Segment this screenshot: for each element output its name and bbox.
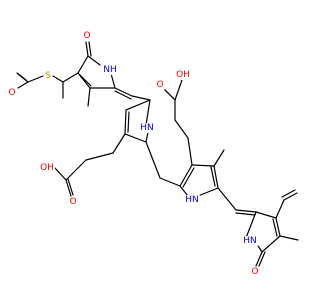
diagram-background xyxy=(0,0,300,300)
atom-label-backing xyxy=(82,31,92,41)
atom-label-backing xyxy=(102,65,118,75)
s-thioether-atom: S xyxy=(44,71,53,81)
o-lactam-d-label: O xyxy=(251,267,258,277)
o-acid-1-atom: O xyxy=(68,197,78,207)
atom-label-backing xyxy=(68,197,78,207)
hn-pyrrole-c-label: HN xyxy=(185,195,199,205)
o-lactam-a-label: O xyxy=(83,31,90,41)
hn-pyrrole-c-atom: HN xyxy=(184,195,200,205)
atom-labels: O S O NH HN OH O O OH HN HN xyxy=(7,31,260,277)
o-acid-2a-atom: O xyxy=(155,80,165,90)
hn-pyrrole-b-atom: HN xyxy=(139,123,155,133)
o-thioester-label: O xyxy=(8,88,15,98)
hn-lactam-d-atom: HN xyxy=(242,236,258,246)
hn-pyrrole-b-label: HN xyxy=(140,123,154,133)
nh-lactam-a-label: NH xyxy=(103,65,117,75)
atom-label-backing xyxy=(155,80,165,90)
o-lactam-d-atom: O xyxy=(250,267,260,277)
o-thioester-atom: O xyxy=(7,88,17,98)
atom-label-backing xyxy=(242,236,258,246)
bond-lines xyxy=(16,41,299,267)
atom-label-backing xyxy=(175,70,191,80)
o-acid-2a-label: O xyxy=(156,80,163,90)
atom-label-backing xyxy=(7,88,17,98)
atom-label-backing xyxy=(184,195,200,205)
o-lactam-a-atom: O xyxy=(82,31,92,41)
chemical-structure-diagram: O S O NH HN OH O O OH HN HN xyxy=(0,0,300,300)
hn-lactam-d-label: HN xyxy=(243,236,257,246)
atom-label-backing xyxy=(139,123,155,133)
oh-acid-1-label: OH xyxy=(40,163,54,173)
atom-label-backing xyxy=(250,267,260,277)
o-acid-1-label: O xyxy=(69,197,76,207)
nh-lactam-a-atom: NH xyxy=(102,65,118,75)
oh-acid-2-atom: OH xyxy=(175,70,191,80)
atom-label-backing xyxy=(44,71,53,81)
atom-label-backing xyxy=(39,163,55,173)
oh-acid-1-atom: OH xyxy=(39,163,55,173)
oh-acid-2-label: OH xyxy=(176,70,190,80)
s-thioether-label: S xyxy=(45,71,51,81)
